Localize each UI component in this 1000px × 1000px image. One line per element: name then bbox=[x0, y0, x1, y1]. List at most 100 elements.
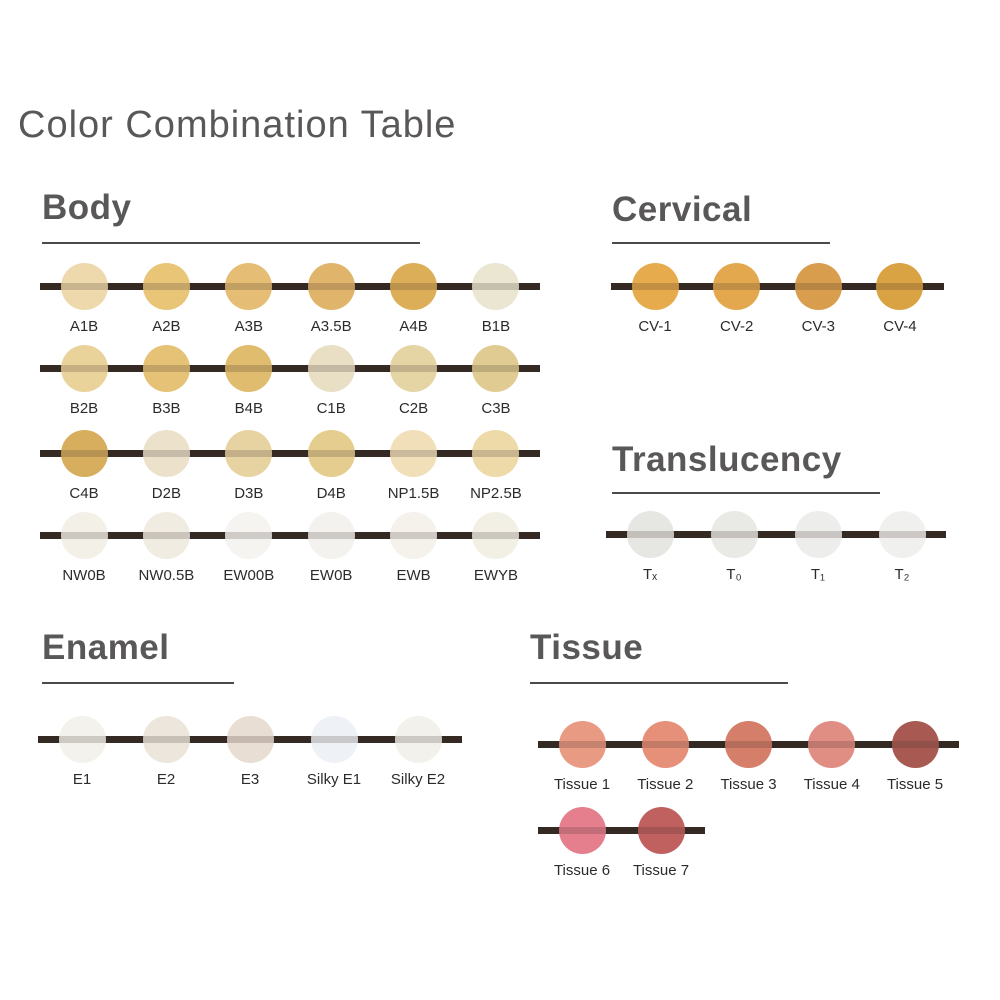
section-underline-enamel bbox=[42, 682, 234, 684]
swatch-cell: A3B bbox=[223, 263, 275, 335]
swatch-cell: NP2.5B bbox=[470, 430, 522, 502]
swatch-cell: C1B bbox=[305, 345, 357, 417]
swatch-label: D4B bbox=[316, 485, 346, 502]
swatch-cell: CV-2 bbox=[711, 263, 763, 335]
color-swatch bbox=[60, 345, 108, 392]
color-swatch bbox=[307, 512, 355, 559]
swatch-cell: NP1.5B bbox=[388, 430, 440, 502]
color-swatch bbox=[307, 430, 355, 477]
section-title-body: Body bbox=[42, 188, 132, 227]
swatch-label: T₂ bbox=[894, 566, 910, 583]
swatch-cell: CV-3 bbox=[792, 263, 844, 335]
section-title-translucency: Translucency bbox=[612, 440, 842, 479]
shade-line-overlay bbox=[226, 736, 274, 743]
swatch-label: B1B bbox=[481, 318, 511, 335]
shade-line-overlay bbox=[60, 365, 108, 372]
shade-line-overlay bbox=[725, 741, 772, 748]
swatch-cell: E3 bbox=[224, 716, 276, 788]
swatch-label: EW00B bbox=[223, 567, 275, 584]
shade-line-overlay bbox=[472, 283, 520, 290]
swatch-cell: Tissue 7 bbox=[633, 807, 689, 879]
swatch-cell: T₂ bbox=[876, 511, 928, 583]
page-title: Color Combination Table bbox=[18, 104, 457, 146]
color-swatch bbox=[307, 345, 355, 392]
shade-line-overlay bbox=[626, 531, 674, 538]
swatch-label: C1B bbox=[316, 400, 346, 417]
swatch-cell: D3B bbox=[223, 430, 275, 502]
color-swatch bbox=[808, 721, 856, 768]
color-swatch bbox=[142, 345, 190, 392]
shade-line-overlay bbox=[472, 365, 520, 372]
shade-line-overlay bbox=[307, 532, 355, 539]
shade-line-overlay bbox=[307, 365, 355, 372]
swatch-cell: C3B bbox=[470, 345, 522, 417]
color-swatch bbox=[876, 263, 924, 310]
shade-line-overlay bbox=[142, 532, 190, 539]
swatch-cell: C4B bbox=[58, 430, 110, 502]
swatch-label: Silky E2 bbox=[390, 771, 446, 788]
color-swatch bbox=[472, 430, 520, 477]
swatch-label: B3B bbox=[152, 400, 181, 417]
shade-line-overlay bbox=[58, 736, 106, 743]
swatch-label: Tissue 6 bbox=[553, 862, 611, 879]
color-swatch bbox=[225, 345, 273, 392]
swatch-cell: D4B bbox=[305, 430, 357, 502]
shade-line-overlay bbox=[472, 450, 520, 457]
color-swatch bbox=[891, 721, 939, 768]
shade-line-overlay bbox=[394, 736, 442, 743]
color-swatch bbox=[472, 345, 520, 392]
color-swatch bbox=[794, 263, 842, 310]
swatch-cell: Silky E2 bbox=[390, 716, 446, 788]
swatch-cell: Tissue 5 bbox=[886, 721, 944, 793]
swatch-label: CV-4 bbox=[883, 318, 917, 335]
shade-line bbox=[40, 532, 540, 539]
color-swatch bbox=[142, 716, 190, 763]
shade-line-overlay bbox=[641, 741, 689, 748]
section-title-tissue: Tissue bbox=[530, 628, 644, 667]
color-swatch bbox=[710, 511, 758, 558]
swatch-label: B2B bbox=[69, 400, 99, 417]
color-swatch bbox=[558, 807, 606, 854]
swatch-cell: D2B bbox=[140, 430, 192, 502]
shade-line-overlay bbox=[472, 532, 520, 539]
swatch-label: Tissue 5 bbox=[886, 776, 944, 793]
swatch-cell: EW0B bbox=[305, 512, 357, 584]
swatch-cell: NW0.5B bbox=[138, 512, 194, 584]
swatch-cell: B4B bbox=[223, 345, 275, 417]
swatch-label: E1 bbox=[72, 771, 92, 788]
shade-line-overlay bbox=[142, 283, 190, 290]
swatch-label: EWB bbox=[396, 567, 431, 584]
shade-line-overlay bbox=[713, 283, 761, 290]
shade-line bbox=[606, 531, 946, 538]
shade-line-overlay bbox=[794, 283, 842, 290]
swatch-label: C2B bbox=[398, 400, 429, 417]
swatch-label: A1B bbox=[69, 318, 99, 335]
shade-line-overlay bbox=[225, 450, 273, 457]
swatch-row-body-3: C4B D2B D3B D4B NP1.5B NP2.5B bbox=[40, 430, 540, 502]
shade-line-overlay bbox=[142, 450, 190, 457]
shade-line-overlay bbox=[558, 827, 606, 834]
color-swatch bbox=[631, 263, 679, 310]
shade-line-overlay bbox=[142, 736, 190, 743]
color-swatch bbox=[878, 511, 926, 558]
swatch-label: C3B bbox=[481, 400, 511, 417]
swatch-cell: E2 bbox=[140, 716, 192, 788]
swatch-cell: T₁ bbox=[792, 511, 844, 583]
swatch-cell: CV-1 bbox=[629, 263, 681, 335]
shade-line-overlay bbox=[60, 532, 108, 539]
swatch-cell: E1 bbox=[56, 716, 108, 788]
swatch-cell: A3.5B bbox=[305, 263, 357, 335]
swatch-label: Tissue 1 bbox=[553, 776, 611, 793]
swatch-label: CV-2 bbox=[719, 318, 754, 335]
swatch-cell: B1B bbox=[470, 263, 522, 335]
swatch-cell: Tissue 3 bbox=[720, 721, 777, 793]
swatch-label: NP2.5B bbox=[470, 485, 522, 502]
swatch-cell: C2B bbox=[388, 345, 440, 417]
color-swatch bbox=[390, 512, 438, 559]
color-swatch bbox=[225, 263, 273, 310]
shade-line-overlay bbox=[631, 283, 679, 290]
shade-line bbox=[611, 283, 944, 290]
swatch-label: Silky E1 bbox=[306, 771, 362, 788]
